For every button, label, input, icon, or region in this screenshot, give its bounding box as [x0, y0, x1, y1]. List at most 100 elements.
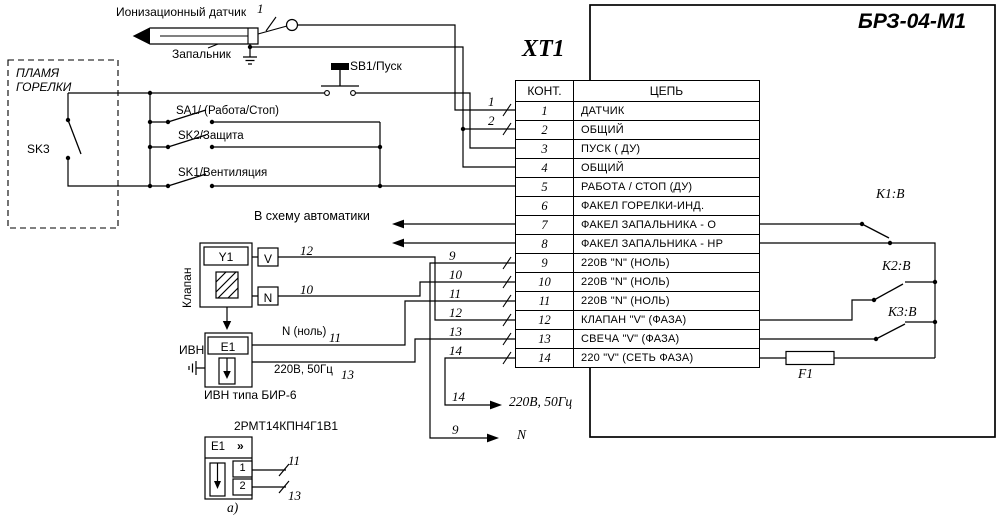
- wire-pin13-ivn-v: [252, 338, 515, 363]
- connector-pin-ticks: [278, 463, 290, 494]
- k2-relay-label: K2:В: [882, 258, 911, 273]
- connector-wire2-number: 13: [288, 488, 301, 503]
- valve-name-label: Клапан: [180, 267, 194, 308]
- mains-arrow-right-icon: [490, 400, 502, 410]
- table-row: 5 РАБОТА / СТОП (ДУ): [516, 178, 759, 197]
- connector-variant-symbol: [204, 436, 290, 500]
- pin-number: 9: [516, 254, 574, 272]
- pin14-wire-number: 14: [449, 343, 462, 358]
- sk2-label: SK2/Защита: [178, 130, 244, 142]
- pin-number: 14: [516, 349, 574, 367]
- sk1-label: SK1/Вентиляция: [178, 167, 268, 179]
- wire-sk3: [67, 93, 150, 187]
- valve-terminal-v-box: [257, 247, 279, 267]
- wire-k2: [760, 281, 935, 321]
- ivn-symbol: [188, 332, 253, 388]
- igniter-ground-icon: [243, 47, 257, 65]
- wire-common-pin2: [249, 44, 515, 130]
- connector-title: 2РМТ14КПН4Г1В1: [234, 419, 339, 433]
- sa1-label: SA1/ (Работа/Стоп): [176, 105, 279, 117]
- wire-pin12-valve-v: [278, 256, 515, 321]
- contact-blades: [67, 109, 906, 340]
- wire-pin8-bus: [760, 242, 936, 358]
- circuit-name: РАБОТА / СТОП (ДУ): [581, 181, 693, 193]
- table-header: КОНТ. ЦЕПЬ: [516, 81, 759, 102]
- circuit-name: КЛАПАН "V" (ФАЗА): [581, 314, 687, 326]
- circuit-name: 220В "N" (НОЛЬ): [581, 295, 670, 307]
- circuit-name: ФАКЕЛ ЗАПАЛЬНИКА - О: [581, 219, 717, 231]
- k3-relay-label: K3:В: [888, 304, 917, 319]
- wire-pin10-valve-n: [278, 281, 515, 297]
- k1-relay-label: K1:В: [876, 186, 905, 201]
- table-row: 12 КЛАПАН "V" (ФАЗА): [516, 311, 759, 330]
- pin-number: 12: [516, 311, 574, 329]
- arrowheads: [392, 219, 502, 443]
- wire-pin14-mains: [444, 357, 515, 406]
- igniter-label: Запальник: [172, 47, 231, 61]
- connector-ref-label: Е1: [211, 441, 226, 453]
- pin-number: 3: [516, 140, 574, 158]
- valve-flow-arrow-icon: [222, 321, 232, 330]
- valve-terminal-n-box: [257, 286, 279, 306]
- k2-blade: [873, 283, 904, 301]
- variant-caption: а): [227, 500, 239, 515]
- pin-entry-ticks: [502, 103, 512, 365]
- ivn-neutral-label: N (ноль): [282, 326, 327, 338]
- connector-wire1-number: 11: [288, 453, 301, 468]
- ivn-ref-label: E1: [220, 340, 236, 354]
- wire-sb1-pin3: [355, 92, 515, 149]
- ivn-wire-phase-number: 13: [341, 367, 354, 382]
- pin-number: 7: [516, 216, 574, 234]
- brz-title: БРЗ-04-М1: [858, 10, 967, 33]
- bottom-phase-wire-number: 14: [452, 389, 465, 404]
- header-circuit: ЦЕПЬ: [649, 84, 684, 98]
- sb1-label: SB1/Пуск: [350, 59, 402, 73]
- k1-blade: [861, 223, 890, 239]
- pin-number: 10: [516, 273, 574, 291]
- wire-pin11-ivn-n: [252, 300, 515, 346]
- circuit-name: ФАКЕЛ ГОРЕЛКИ-ИНД.: [581, 200, 705, 212]
- pin-number: 6: [516, 197, 574, 215]
- fuse-f1-icon: [785, 350, 835, 366]
- f1-fuse-label: F1: [798, 366, 813, 381]
- pin-number: 5: [516, 178, 574, 196]
- ionization-sensor-icon: [132, 16, 299, 49]
- connector-pin2-label: 2: [239, 480, 246, 492]
- wire-pin9-neutral: [429, 262, 515, 439]
- pin13-wire-number: 13: [449, 324, 462, 339]
- circuit-name: 220 "V" (СЕТЬ ФАЗА): [581, 352, 694, 364]
- ivn-supply-label: 220В, 50Гц: [274, 364, 333, 376]
- valve-ref-label: Y1: [218, 250, 234, 264]
- ivn-wire-neutral-number: 11: [329, 330, 342, 345]
- circuit-name: 220В "N" (НОЛЬ): [581, 276, 670, 288]
- bottom-neutral-wire-number: 9: [452, 422, 459, 437]
- pin9-wire-number: 9: [449, 248, 456, 263]
- circuit-name: СВЕЧА "V" (ФАЗА): [581, 333, 680, 345]
- valve-wire-v-number: 12: [300, 243, 313, 258]
- burner-flame-dashed-box: [7, 59, 119, 229]
- k3-blade: [875, 323, 906, 340]
- pin1-wire-number: 1: [488, 94, 495, 109]
- sa1-blade: [167, 109, 207, 123]
- automation-label: В схему автоматики: [254, 209, 370, 223]
- sk3-blade: [67, 119, 82, 155]
- sb1-pushbutton-icon: [321, 63, 359, 96]
- flame-box-title-1: ПЛАМЯ: [16, 66, 60, 80]
- neutral-arrow-right-icon: [487, 433, 499, 443]
- connector-spark-arrow-icon: [214, 481, 221, 489]
- pin-number: 2: [516, 121, 574, 139]
- table-row: 7 ФАКЕЛ ЗАПАЛЬНИКА - О: [516, 216, 759, 235]
- connector-chevron-icon: »: [237, 439, 244, 453]
- ivn-spark-arrow-icon: [223, 371, 231, 379]
- wire-automation: [396, 223, 515, 244]
- pin12-wire-number: 12: [449, 305, 462, 320]
- pin-number: 13: [516, 330, 574, 348]
- sk3-label: SK3: [27, 142, 50, 156]
